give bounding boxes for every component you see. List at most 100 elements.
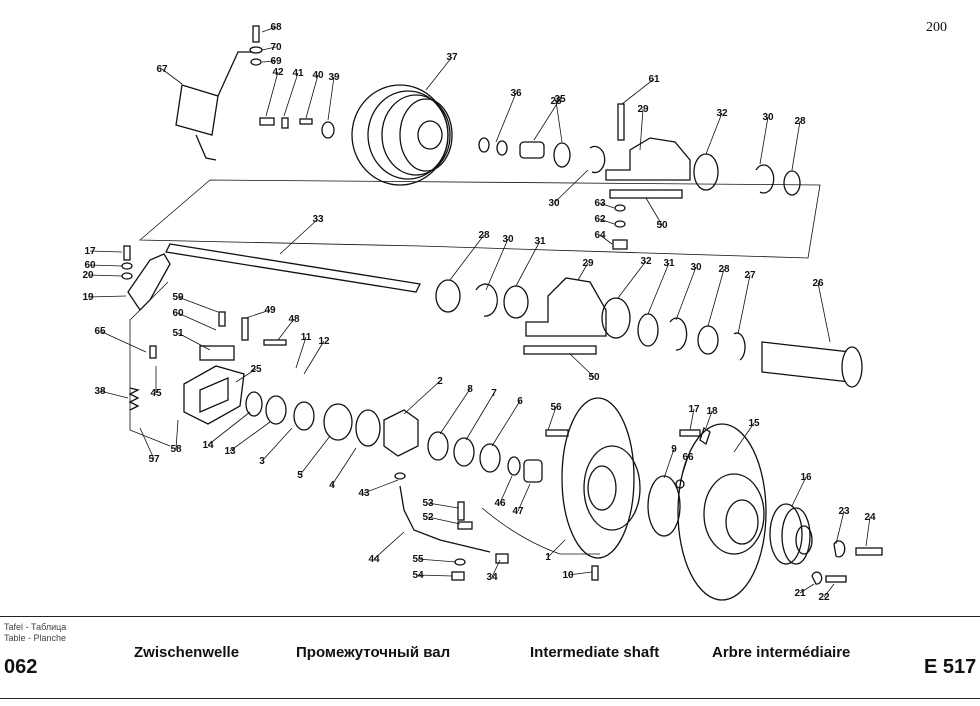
drawing-code: E 517 — [924, 656, 977, 678]
bolt-17-left — [123, 245, 131, 261]
pulley-16 — [769, 503, 813, 565]
pin-40 — [299, 118, 313, 125]
callout-61: 61 — [648, 74, 660, 85]
table-label: Tafel - Таблица Table - Planche — [4, 622, 67, 643]
callout-9: 9 — [671, 444, 677, 455]
washer-41 — [281, 117, 289, 129]
bearing-32-mid — [601, 297, 631, 339]
callout-27: 27 — [744, 270, 756, 281]
leader-line-32 — [705, 112, 723, 155]
seal-28-mid-b — [697, 325, 719, 355]
leader-line-13 — [229, 421, 271, 452]
callout-31: 31 — [534, 236, 546, 247]
bolt-17-right — [679, 429, 701, 437]
callout-44: 44 — [368, 554, 380, 565]
leader-line-16 — [791, 476, 807, 507]
circlip-27 — [733, 332, 746, 361]
bolt-22 — [825, 575, 847, 583]
grease-line-44 — [399, 485, 491, 553]
callout-66: 66 — [682, 452, 694, 463]
callout-24: 24 — [864, 512, 876, 523]
callout-57: 57 — [148, 454, 160, 465]
callout-37: 37 — [446, 52, 458, 63]
leader-line-68 — [261, 26, 277, 33]
callout-26: 26 — [812, 278, 824, 289]
leader-line-10 — [567, 571, 593, 576]
ring-36b — [496, 140, 508, 156]
bolt-56 — [545, 429, 569, 437]
callout-68: 68 — [270, 22, 282, 33]
bolt-48 — [263, 339, 287, 346]
callout-45: 45 — [150, 388, 162, 399]
callout-10: 10 — [562, 570, 574, 581]
pin-65 — [149, 345, 157, 359]
callout-13: 13 — [224, 446, 236, 457]
callout-46: 46 — [494, 498, 506, 509]
leader-line-51 — [177, 332, 211, 351]
leader-line-23 — [835, 510, 845, 545]
callout-30: 30 — [690, 262, 702, 273]
seal-28-upper-b — [783, 170, 801, 196]
title-russian: Промежуточный вал — [296, 644, 451, 661]
leader-line-69 — [261, 60, 277, 63]
leader-line-5 — [299, 435, 331, 476]
lock-washer-21 — [811, 571, 823, 585]
callout-2: 2 — [437, 376, 443, 387]
callout-69: 69 — [270, 56, 282, 67]
callout-52: 52 — [422, 512, 434, 523]
table-number: 062 — [4, 656, 38, 678]
seal-28-upper — [553, 142, 571, 168]
callout-42: 42 — [272, 67, 284, 78]
washer-55 — [454, 558, 466, 566]
callout-19: 19 — [82, 292, 94, 303]
leader-line-19 — [87, 295, 127, 298]
circlip-30-upper — [589, 145, 606, 174]
leader-line-44 — [373, 531, 405, 560]
callout-4: 4 — [329, 480, 335, 491]
leader-line-53 — [427, 502, 459, 509]
washer-43 — [394, 472, 406, 480]
leader-line-36 — [495, 92, 517, 143]
callout-28: 28 — [794, 116, 806, 127]
seal-28-mid — [435, 279, 461, 313]
sleeve-35 — [519, 141, 545, 159]
callout-14: 14 — [202, 440, 214, 451]
leader-line-30 — [553, 169, 589, 204]
leader-line-46 — [499, 475, 513, 504]
leader-line-2 — [403, 380, 441, 415]
ring-31-mid-b — [637, 313, 659, 347]
callout-15: 15 — [748, 418, 760, 429]
nut-20 — [121, 272, 133, 280]
leader-line-34 — [491, 559, 501, 578]
leader-line-30 — [675, 266, 697, 321]
callout-43: 43 — [358, 488, 370, 499]
leader-line-12 — [303, 340, 325, 375]
callout-55: 55 — [412, 554, 424, 565]
leader-line-24 — [865, 516, 871, 547]
callout-51: 51 — [172, 328, 184, 339]
leader-line-50 — [569, 353, 595, 378]
callout-32: 32 — [640, 256, 652, 267]
callout-49: 49 — [264, 305, 276, 316]
leader-line-33 — [279, 218, 319, 255]
bolt-53 — [457, 501, 465, 521]
circlip-30-upper-b — [755, 164, 775, 194]
splined-sleeve-26-flange — [841, 346, 863, 388]
callout-17: 17 — [688, 404, 700, 415]
ring-6 — [479, 443, 501, 473]
callout-58: 58 — [170, 444, 182, 455]
callout-41: 41 — [292, 68, 304, 79]
bearing-housing-29-upper — [605, 137, 691, 181]
callout-11: 11 — [301, 332, 312, 343]
shim-50-mid — [523, 345, 597, 355]
callout-7: 7 — [491, 388, 497, 399]
leader-line-65 — [99, 330, 147, 353]
footer-bottom-rule — [0, 698, 980, 699]
circlip-14 — [245, 391, 263, 417]
bolt-61 — [617, 103, 625, 141]
callout-50: 50 — [656, 220, 668, 231]
leader-line-55 — [417, 558, 457, 563]
leader-line-35 — [533, 98, 561, 141]
leader-line-21 — [799, 583, 815, 594]
